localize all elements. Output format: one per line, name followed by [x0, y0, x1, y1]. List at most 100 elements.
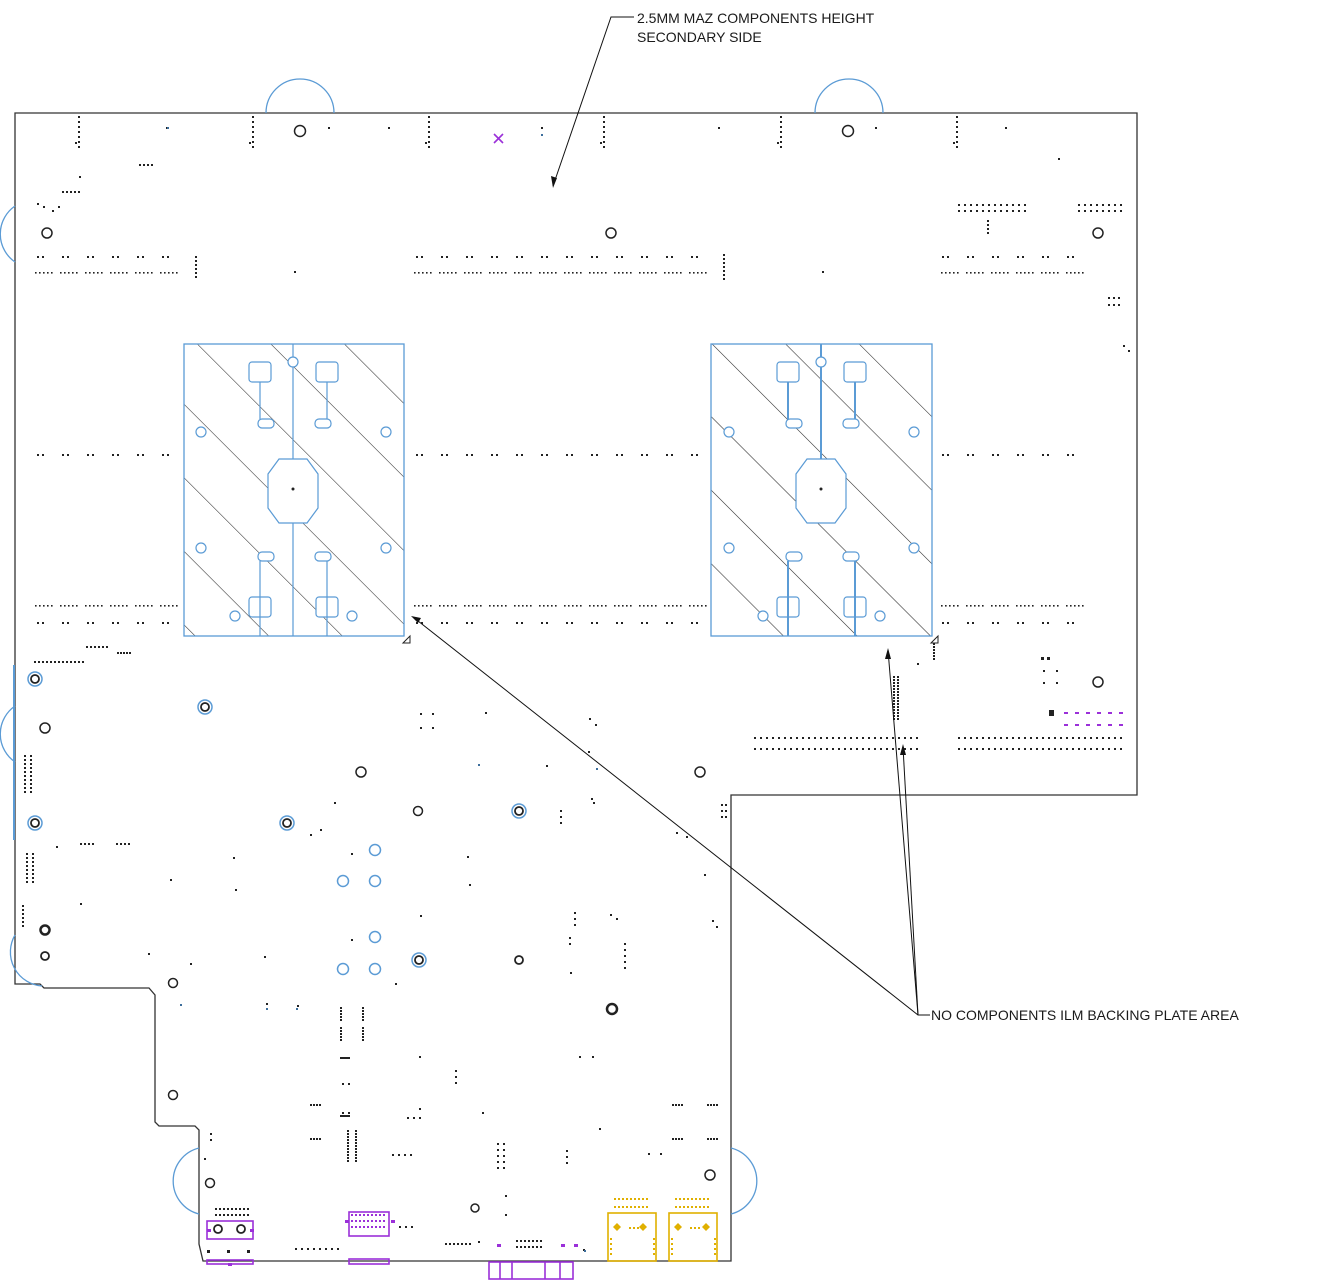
- pad: [316, 1138, 318, 1140]
- pad: [56, 846, 58, 848]
- pad: [247, 1250, 250, 1253]
- pad: [605, 605, 607, 607]
- pad: [26, 857, 28, 859]
- pad: [480, 272, 482, 274]
- pad: [359, 1220, 361, 1222]
- pad: [653, 1238, 655, 1240]
- pad: [425, 142, 427, 144]
- pad: [671, 622, 673, 624]
- pad: [351, 939, 353, 941]
- pad: [375, 1226, 377, 1228]
- pad: [766, 748, 768, 750]
- pad: [561, 1244, 565, 1247]
- pad: [428, 141, 430, 143]
- pad: [1053, 272, 1055, 274]
- pad: [428, 136, 430, 138]
- pad: [30, 759, 32, 761]
- pad: [455, 272, 457, 274]
- pad: [466, 454, 468, 456]
- pad: [1020, 605, 1022, 607]
- pad: [243, 1214, 245, 1216]
- pad: [1108, 748, 1110, 750]
- pad: [1070, 605, 1072, 607]
- pad: [603, 136, 605, 138]
- pad: [681, 1138, 683, 1140]
- pad: [464, 605, 466, 607]
- pad: [207, 1250, 210, 1253]
- pad: [60, 272, 62, 274]
- pad: [266, 1003, 268, 1005]
- pad: [551, 605, 553, 607]
- pad: [472, 272, 474, 274]
- pad: [1102, 204, 1104, 206]
- pad: [1086, 724, 1090, 726]
- pad: [210, 1139, 212, 1141]
- pad: [893, 685, 895, 687]
- pad: [893, 679, 895, 681]
- pad: [67, 256, 69, 258]
- pad: [676, 605, 678, 607]
- pad: [675, 1198, 677, 1200]
- pad: [999, 272, 1001, 274]
- pad: [451, 605, 453, 607]
- pad: [22, 909, 24, 911]
- pad: [674, 1223, 682, 1231]
- pad: [1128, 350, 1130, 352]
- pad: [355, 1160, 357, 1162]
- pad: [956, 126, 958, 128]
- pad: [1000, 737, 1002, 739]
- pad: [164, 605, 166, 607]
- pad: [1119, 724, 1123, 726]
- pad: [164, 272, 166, 274]
- pad: [430, 605, 432, 607]
- pad: [956, 121, 958, 123]
- pad: [696, 622, 698, 624]
- pad: [24, 763, 26, 765]
- pad: [383, 1226, 385, 1228]
- pad: [78, 661, 80, 663]
- pad: [690, 1227, 692, 1229]
- pad: [503, 1149, 505, 1151]
- pad: [30, 755, 32, 757]
- pad: [702, 1223, 710, 1231]
- pad: [596, 256, 598, 258]
- pad: [693, 605, 695, 607]
- pad: [129, 652, 131, 654]
- pad: [215, 1214, 217, 1216]
- pad: [646, 256, 648, 258]
- pad: [897, 700, 899, 702]
- pad: [958, 737, 960, 739]
- pad: [957, 605, 959, 607]
- pad: [355, 1148, 357, 1150]
- pad: [671, 1248, 673, 1250]
- pad: [32, 865, 34, 867]
- pad: [988, 737, 990, 739]
- pad: [1058, 158, 1060, 160]
- pad: [1102, 210, 1104, 212]
- pad: [1006, 210, 1008, 212]
- pad: [1096, 748, 1098, 750]
- pad: [705, 272, 707, 274]
- pad: [420, 713, 422, 715]
- pad: [967, 622, 969, 624]
- pad: [195, 272, 197, 274]
- pad: [970, 204, 972, 206]
- pad: [910, 737, 912, 739]
- pad: [539, 272, 541, 274]
- pad: [114, 272, 116, 274]
- pad: [97, 605, 99, 607]
- pad: [634, 1206, 636, 1208]
- pad: [78, 191, 80, 193]
- pad: [1006, 737, 1008, 739]
- pad: [347, 1148, 349, 1150]
- pad: [1041, 272, 1043, 274]
- pad: [35, 605, 37, 607]
- pad: [639, 605, 641, 607]
- pad: [363, 1226, 365, 1228]
- pad: [1018, 210, 1020, 212]
- pad: [447, 605, 449, 607]
- pad: [24, 755, 26, 757]
- pad: [1018, 737, 1020, 739]
- pad: [766, 737, 768, 739]
- pad: [469, 1243, 471, 1245]
